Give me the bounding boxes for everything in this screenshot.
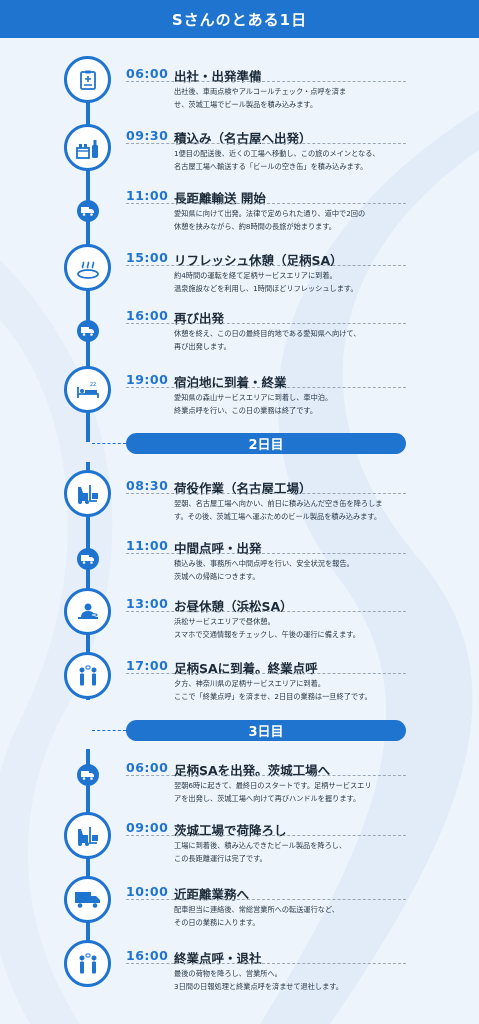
truck-icon (77, 548, 99, 570)
divider (126, 493, 406, 494)
truck-icon (77, 320, 99, 342)
day-2-banner: 2日目 (126, 433, 406, 454)
entry-time: 09:30 (126, 128, 169, 143)
entry-title: リフレッシュ休憩（足柄SA） (174, 253, 343, 268)
day-connector (92, 443, 126, 444)
hot-spring-icon (64, 244, 111, 291)
delivery-truck-icon (64, 876, 111, 923)
divider (126, 963, 406, 964)
entry-time: 17:00 (126, 658, 169, 673)
forklift-icon (64, 812, 111, 859)
divider (126, 81, 406, 82)
truck-icon (77, 200, 99, 222)
entry-description: 出社後、車両点検やアルコールチェック・点呼を済ませ、茨城工場でビール製品を積み込… (174, 87, 347, 109)
entry-description: 愛知県に向けて出発。法律で定められた通り、道中で2回の休憩を挟みながら、約8時間… (174, 209, 366, 231)
divider (126, 323, 406, 324)
truck-icon (77, 764, 99, 786)
entry-time: 11:00 (126, 188, 169, 203)
entry-title: お昼休憩（浜松SA） (174, 599, 293, 614)
page-title: Sさんのとある1日 (171, 10, 308, 29)
entry-description: 最後の荷物を降ろし、営業所へ。3日間の日報処理と終業点呼を済ませて退社します。 (174, 969, 343, 991)
divider (126, 387, 406, 388)
entry-time: 10:00 (126, 884, 169, 899)
timeline-line (86, 749, 90, 969)
day-connector (92, 730, 126, 731)
day-3-banner: 3日目 (126, 720, 406, 741)
entry-title: 中間点呼・出発 (174, 541, 262, 556)
entry-time: 11:00 (126, 538, 169, 553)
divider (126, 203, 406, 204)
entry-time: 16:00 (126, 948, 169, 963)
divider (126, 265, 406, 266)
entry-title: 足柄SAに到着。終業点呼 (174, 661, 318, 676)
svg-text:zz: zz (90, 381, 96, 388)
entry-time: 09:00 (126, 820, 169, 835)
entry-title: 荷役作業（名古屋工場） (174, 481, 312, 496)
divider (126, 775, 406, 776)
entry-description: 浜松サービスエリアで昼休憩。スマホで交通情報をチェックし、午後の運行に備えます。 (174, 617, 360, 639)
lunch-icon (64, 588, 111, 635)
entry-description: 配車担当に連絡後、常総営業所への転送運行など、その日の業務に入ります。 (174, 905, 339, 927)
entry-title: 積込み（名古屋へ出発） (174, 131, 312, 146)
entry-time: 06:00 (126, 66, 169, 81)
entry-time: 08:30 (126, 478, 169, 493)
meeting-icon (64, 652, 111, 699)
entry-time: 16:00 (126, 308, 169, 323)
entry-title: 終業点呼・退社 (174, 951, 262, 966)
entry-time: 13:00 (126, 596, 169, 611)
entry-time: 15:00 (126, 250, 169, 265)
sleep-bed-icon: zz (64, 366, 111, 413)
entry-title: 出社・出発準備 (174, 69, 262, 84)
entry-title: 宿泊地に到着・終業 (174, 375, 287, 390)
entry-title: 足柄SAを出発。茨城工場へ (174, 763, 331, 778)
entry-title: 再び出発 (174, 311, 225, 326)
entry-description: 翌朝、名古屋工場へ向かい、前日に積み込んだ空き缶を降ろします。その後、茨城工場へ… (174, 499, 383, 521)
divider (126, 835, 406, 836)
entry-description: 翌朝6時に起きて、最終日のスタートです。足柄サービスエリアを出発し、茨城工場へ向… (174, 781, 372, 803)
divider (126, 611, 406, 612)
divider (126, 673, 406, 674)
forklift-icon (64, 470, 111, 517)
entry-description: 工場に到着後、積み込んできたビール製品を降ろし、この長距離運行は完了です。 (174, 841, 347, 863)
page-header: Sさんのとある1日 (0, 0, 479, 38)
entry-title: 茨城工場で荷降ろし (174, 823, 287, 838)
entry-description: 約4時間の運転を経て足柄サービスエリアに到着。温泉施設などを利用し、1時間ほどリ… (174, 271, 358, 293)
entry-description: 積込み後、事務所へ中間点呼を行い、安全状況を報告。茨城への帰路につきます。 (174, 559, 354, 581)
meeting-icon (64, 940, 111, 987)
entry-description: 夕方、神奈川県の足柄サービスエリアに到着。ここで「終業点呼」を済ませ、2日目の業… (174, 679, 372, 701)
entry-title: 近距離業務へ (174, 887, 250, 902)
entry-description: 休憩を終え、この日の最終目的地である愛知県へ向けて、再び出発します。 (174, 329, 361, 351)
clipboard-icon (64, 56, 111, 103)
entry-title: 長距離輸送 開始 (174, 191, 266, 206)
timeline-line (86, 462, 90, 700)
divider (126, 899, 406, 900)
bottle-crate-icon (64, 124, 111, 171)
entry-description: 1便目の配送後、近くの工場へ移動し、この旅のメインとなる、名古屋工場へ輸送する「… (174, 149, 380, 171)
entry-time: 06:00 (126, 760, 169, 775)
entry-description: 愛知県の森山サービスエリアに到着し、車中泊。終業点呼を行い、この日の業務は終了で… (174, 393, 333, 415)
entry-time: 19:00 (126, 372, 169, 387)
divider (126, 553, 406, 554)
divider (126, 143, 406, 144)
